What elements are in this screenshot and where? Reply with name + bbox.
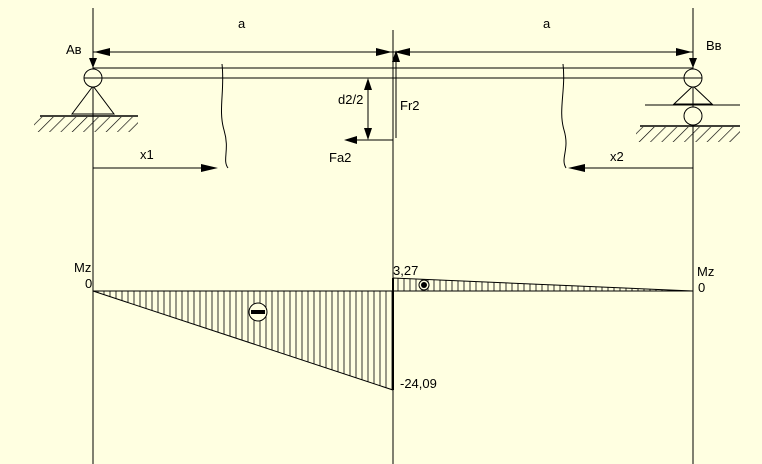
section-cut-right	[561, 63, 567, 169]
moment-arm-arrow-top	[364, 78, 372, 90]
axial-force-label: Fa2	[329, 150, 351, 165]
moment-positive-value: 3,27	[393, 263, 418, 278]
span-dimension: a a	[93, 16, 693, 56]
moment-arm-label: d2/2	[338, 92, 363, 107]
moment-diagram: Mz 0 Mz 0 3,27 -24,09	[74, 260, 714, 391]
dim-arrow-left-end	[376, 48, 392, 56]
coordinate-x1: x1	[93, 147, 218, 172]
section-cut-left	[220, 63, 229, 169]
coordinate-x2: x2	[568, 149, 693, 172]
axial-force-arrow	[344, 136, 357, 144]
gear-forces: d2/2 Fr2 Fa2	[329, 50, 420, 165]
positive-moment-region	[392, 277, 694, 292]
left-ground-hatch	[34, 117, 138, 132]
zero-left: 0	[85, 276, 92, 291]
dim-arrow-right-start	[394, 48, 410, 56]
positive-sign-marker	[418, 279, 430, 291]
positive-moment-hatching	[397, 278, 687, 291]
vertical-reference-lines	[92, 8, 694, 464]
left-reaction-arrow	[89, 58, 97, 68]
shaft	[93, 67, 693, 79]
dimension-label-left: a	[238, 16, 246, 31]
right-roller-support: Вв	[636, 38, 740, 142]
moment-negative-value: -24,09	[400, 376, 437, 391]
right-reaction-arrow	[689, 58, 697, 68]
coord-left-label: x1	[140, 147, 154, 162]
support-left-label: Aв	[66, 42, 82, 57]
coord-right-label: x2	[610, 149, 624, 164]
negative-sign-marker	[248, 302, 268, 322]
moment-label-left: Mz	[74, 260, 91, 275]
section-cuts	[220, 63, 567, 169]
support-right-label: Вв	[706, 38, 722, 53]
zero-right: 0	[698, 280, 705, 295]
dimension-label-right: a	[543, 16, 551, 31]
left-pin-support: Aв	[34, 42, 138, 132]
negative-moment-region	[92, 290, 394, 391]
right-ground-hatch	[636, 127, 740, 142]
dim-arrow-left-start	[94, 48, 110, 56]
radial-force-label: Fr2	[400, 98, 420, 113]
moment-label-right: Mz	[697, 264, 714, 279]
dim-arrow-right-end	[676, 48, 692, 56]
moment-arm-arrow-bottom	[364, 128, 372, 140]
radial-force-arrow	[392, 50, 400, 62]
